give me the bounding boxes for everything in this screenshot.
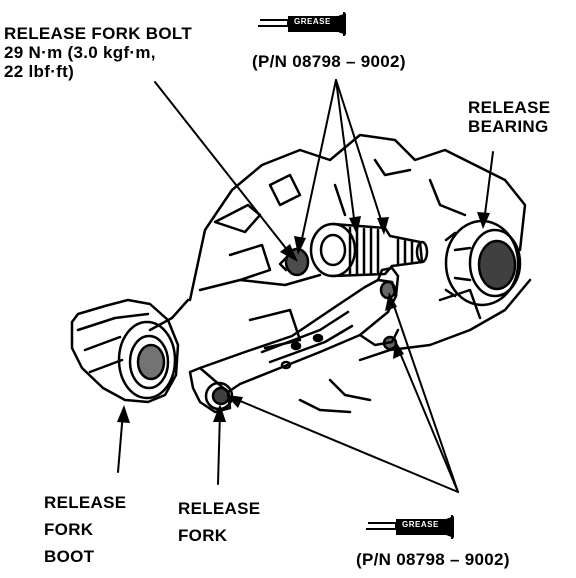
input-shaft xyxy=(309,222,429,278)
release-bearing-label-line2: BEARING xyxy=(468,117,549,136)
release-bearing-label: RELEASE BEARING xyxy=(468,98,550,136)
release-bearing-label-line1: RELEASE xyxy=(468,98,551,117)
release-fork-label-line2: FORK xyxy=(178,526,228,545)
bottom-grease-tube-icon: GREASE xyxy=(366,513,458,539)
grease-tube-icon xyxy=(366,515,454,539)
arrowheads xyxy=(117,212,490,423)
release-fork-bolt-label: RELEASE FORK BOLT 29 N·m (3.0 kgf·m, 22 … xyxy=(4,24,192,81)
top-part-number: (P/N 08798 – 9002) xyxy=(252,52,406,71)
release-fork-boot-label-line1: RELEASE xyxy=(44,493,127,512)
release-fork-label: RELEASE FORK xyxy=(178,495,260,549)
release-fork-boot xyxy=(70,298,180,404)
grease-tube-icon xyxy=(258,12,346,36)
top-grease-tube-text: GREASE xyxy=(294,17,331,26)
release-fork-boot-label-line2: FORK xyxy=(44,520,94,539)
transmission-housing xyxy=(148,133,532,414)
release-bearing xyxy=(444,219,522,307)
top-grease-tube-icon: GREASE xyxy=(258,10,350,36)
release-fork-label-line1: RELEASE xyxy=(178,499,261,518)
release-fork-bolt-torque-line3: 22 lbf·ft) xyxy=(4,62,75,81)
release-fork-boot-label: RELEASE FORK BOOT xyxy=(44,489,126,570)
release-fork xyxy=(188,266,400,414)
release-fork-boot-label-line3: BOOT xyxy=(44,547,95,566)
release-fork-bolt-label-line1: RELEASE FORK BOLT xyxy=(4,24,193,43)
bottom-grease-tube-text: GREASE xyxy=(402,520,439,529)
bottom-part-number: (P/N 08798 – 9002) xyxy=(356,550,510,569)
leader-lines xyxy=(117,79,494,493)
release-fork-bolt-torque-line2: 29 N·m (3.0 kgf·m, xyxy=(4,43,156,62)
